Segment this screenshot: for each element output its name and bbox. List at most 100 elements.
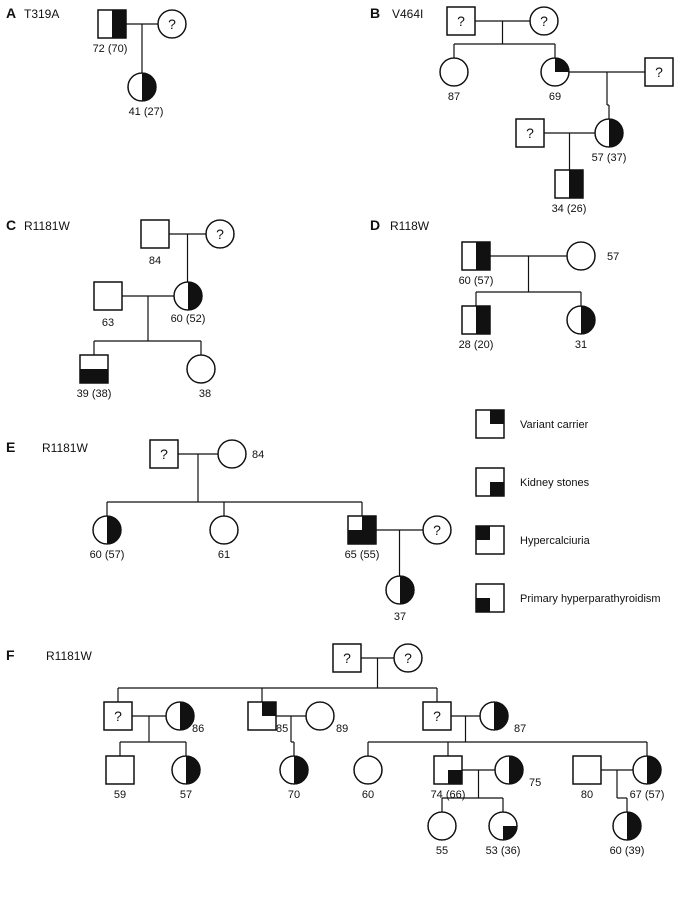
filled-quadrant	[294, 756, 308, 770]
filled-quadrant	[647, 770, 661, 784]
symbol-outline	[165, 701, 195, 731]
symbol-outline	[140, 219, 170, 249]
male-square-symbol	[93, 281, 123, 311]
age-label: 39 (38)	[77, 388, 112, 400]
symbol-outline	[479, 701, 509, 731]
variant-label: R1181W	[24, 219, 70, 233]
individual-c2: ?	[205, 219, 235, 249]
filled-quadrant	[186, 756, 200, 770]
variant-label: R1181W	[42, 441, 88, 455]
age-label: 84	[252, 449, 264, 461]
symbol-outline	[566, 241, 596, 271]
symbol-outline	[632, 755, 662, 785]
symbol-outline	[332, 643, 362, 673]
symbol-outline	[186, 354, 216, 384]
filled-quadrant	[94, 369, 108, 383]
panel-C: C R1181W	[6, 217, 70, 233]
symbol-outline	[279, 755, 309, 785]
variant-label: T319A	[24, 7, 59, 21]
individual-f10: 57	[171, 755, 201, 801]
filled-quadrant	[400, 590, 414, 604]
unknown-status-mark: ?	[343, 650, 351, 666]
age-label: 57 (37)	[592, 152, 627, 164]
individual-f17: 55	[427, 811, 457, 857]
individual-f7: ?	[422, 701, 452, 731]
symbol-outline	[422, 515, 452, 545]
filled-quadrant	[569, 184, 583, 198]
individual-f9: 59	[105, 755, 135, 801]
symbol-outline	[475, 467, 505, 497]
symbol-outline	[205, 219, 235, 249]
individual-f13: 74 (66)	[431, 755, 465, 801]
unknown-status-mark: ?	[168, 16, 176, 32]
filled-quadrant	[362, 516, 376, 530]
age-label: 31	[575, 339, 587, 351]
filled-quadrant	[142, 87, 156, 101]
filled-quadrant	[476, 242, 490, 256]
legend-label: Kidney stones	[520, 477, 590, 489]
age-label: 57	[607, 251, 619, 263]
panel-D: D R118W	[370, 217, 430, 233]
filled-quadrant	[400, 576, 414, 590]
individual-c5: 39 (38)	[77, 354, 112, 400]
filled-quadrant	[494, 716, 508, 730]
symbol-outline	[92, 515, 122, 545]
age-label: 60 (57)	[90, 549, 125, 561]
individual-f15: 80	[572, 755, 602, 801]
symbol-outline	[475, 409, 505, 439]
individual-f2: ?	[393, 643, 423, 673]
legend-item: Hypercalciuria	[475, 525, 591, 555]
symbol-outline	[461, 305, 491, 335]
individual-f8: 87	[479, 701, 526, 735]
unknown-status-mark: ?	[655, 64, 663, 80]
legend-label: Hypercalciuria	[520, 535, 591, 547]
individual-f16: 67 (57)	[630, 755, 664, 801]
symbol-outline	[209, 515, 239, 545]
legend-label: Variant carrier	[520, 419, 589, 431]
individual-d2: 57	[566, 241, 619, 271]
filled-quadrant	[112, 24, 126, 38]
panel-letter: E	[6, 439, 15, 455]
individual-f14: 75	[494, 755, 541, 789]
filled-quadrant	[348, 530, 362, 544]
filled-quadrant	[476, 598, 490, 612]
age-label: 60 (39)	[610, 845, 645, 857]
age-label: 63	[102, 317, 114, 329]
symbol-outline	[494, 755, 524, 785]
age-label: 72 (70)	[93, 43, 128, 55]
filled-quadrant	[581, 320, 595, 334]
symbol-outline	[529, 6, 559, 36]
individual-c6: 38	[186, 354, 216, 400]
individual-e5: 65 (55)	[345, 515, 379, 561]
age-label: 38	[199, 388, 211, 400]
unknown-status-mark: ?	[540, 13, 548, 29]
filled-quadrant	[609, 133, 623, 147]
individual-f4: 86	[165, 701, 204, 735]
unknown-status-mark: ?	[404, 650, 412, 666]
panel-B: B V464I	[370, 5, 423, 21]
filled-quadrant	[180, 702, 194, 716]
symbol-outline	[393, 643, 423, 673]
symbol-outline	[217, 439, 247, 469]
symbol-outline	[103, 701, 133, 731]
individual-e1: ?	[149, 439, 179, 469]
panel-A: A T319A	[6, 5, 59, 21]
male-square-symbol	[140, 219, 170, 249]
individual-d1: 60 (57)	[459, 241, 494, 287]
symbol-outline	[105, 755, 135, 785]
age-label: 60 (57)	[459, 275, 494, 287]
filled-quadrant	[362, 530, 376, 544]
symbol-outline	[446, 6, 476, 36]
filled-quadrant	[294, 770, 308, 784]
age-label: 55	[436, 845, 448, 857]
filled-quadrant	[569, 170, 583, 184]
legend-item: Variant carrier	[475, 409, 589, 439]
filled-quadrant	[490, 482, 504, 496]
legend-item: Primary hyperparathyroidism	[475, 583, 661, 613]
symbol-outline	[353, 755, 383, 785]
filled-quadrant	[555, 58, 569, 72]
unknown-status-mark: ?	[433, 522, 441, 538]
